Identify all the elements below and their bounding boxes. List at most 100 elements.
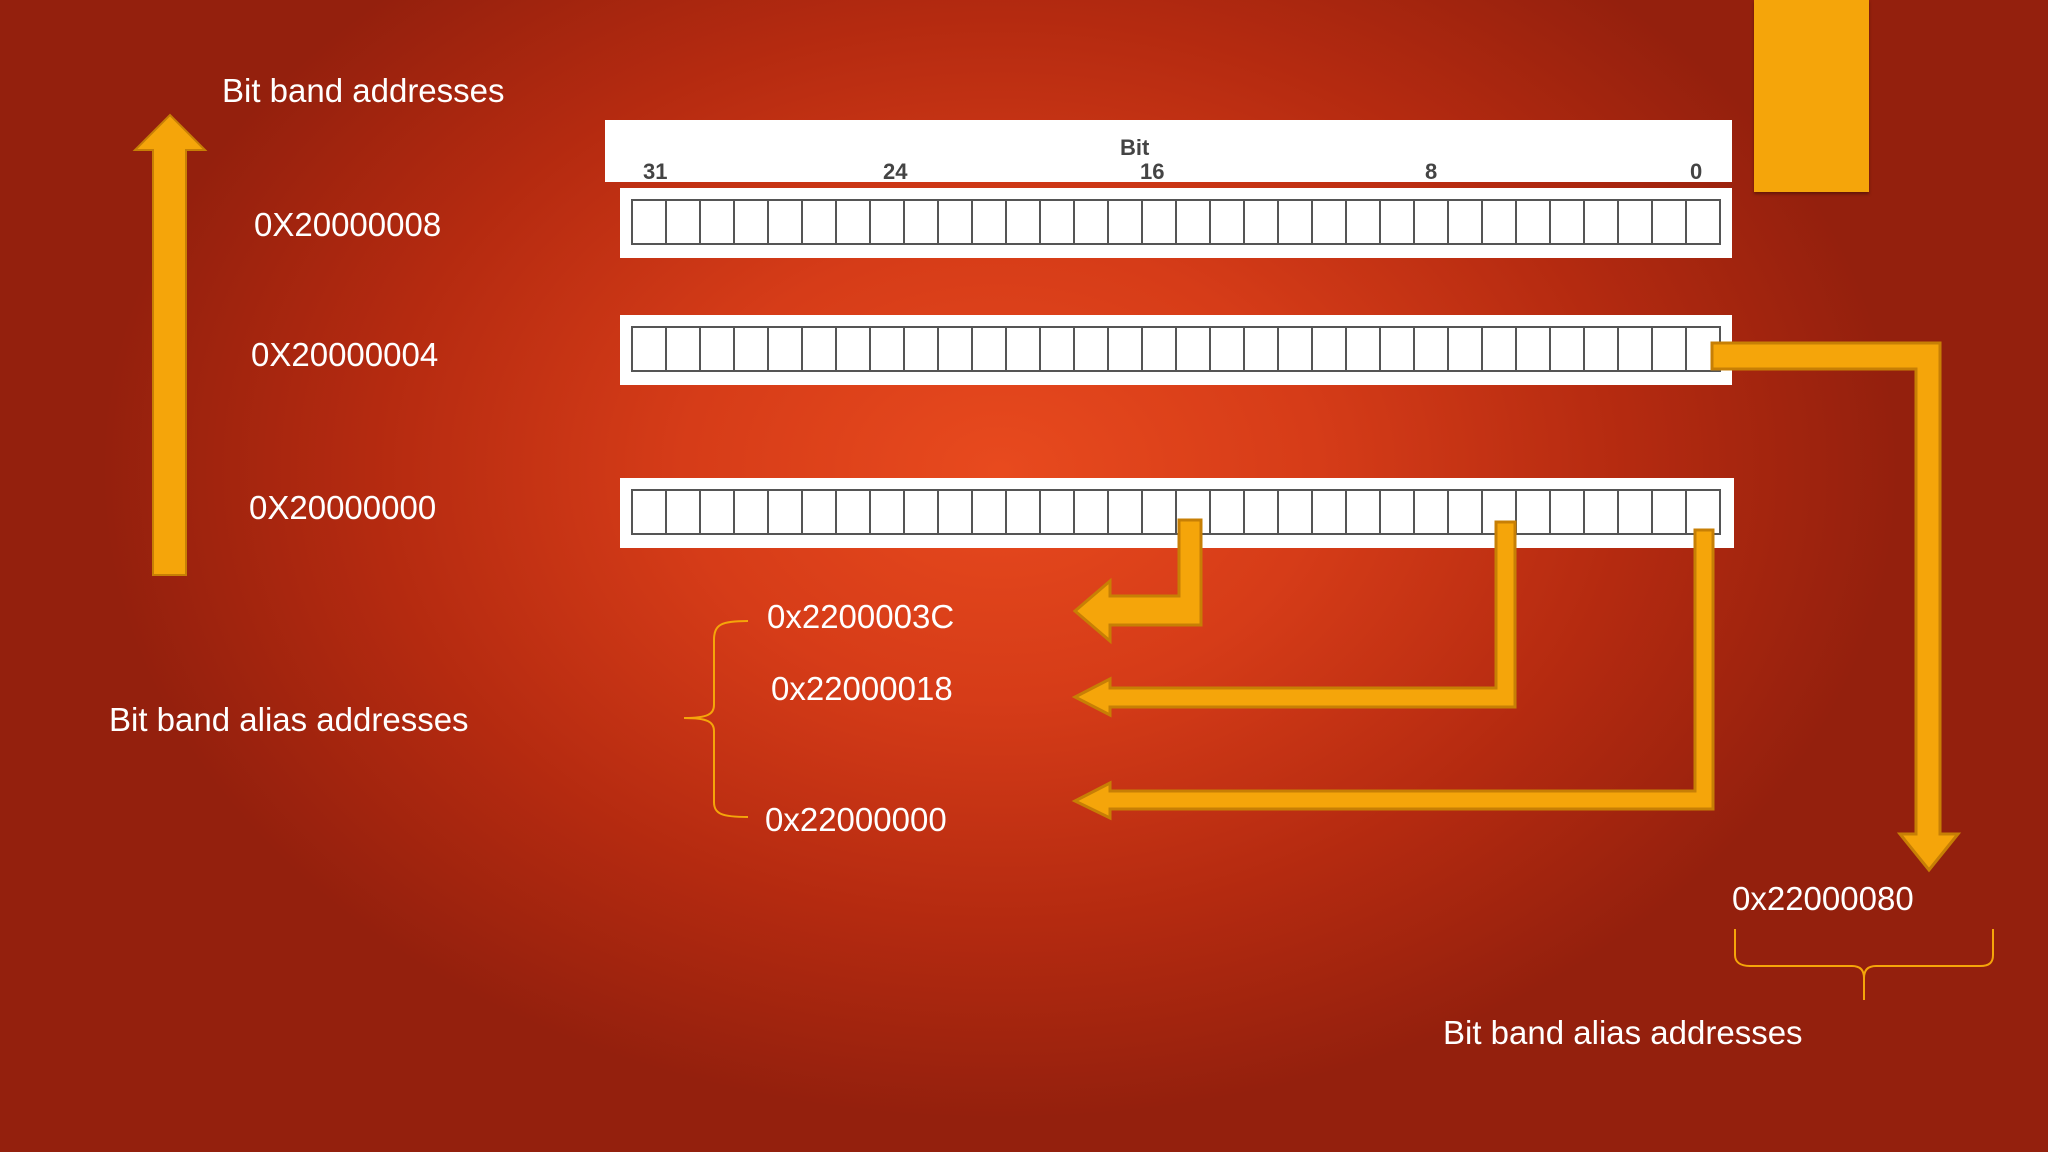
bit-cell [1245,201,1279,243]
bit-cell [1007,491,1041,533]
bit-cell [1483,328,1517,370]
bit-cell [1279,328,1313,370]
bit-cell [1075,328,1109,370]
bit-cell [701,491,735,533]
bit-cell [1177,328,1211,370]
bit-cell [1143,328,1177,370]
bit-cell [1585,201,1619,243]
arrow-bit6 [1071,520,1517,718]
bit-cell [1245,328,1279,370]
bit-cell [633,491,667,533]
bit-cell [769,328,803,370]
alias-bracket-left [683,620,749,818]
bit-cell [871,201,905,243]
bit-cell [1381,201,1415,243]
alias-group-label-right: Bit band alias addresses [1443,1014,1803,1051]
bit-cell [973,491,1007,533]
bit-cell [1007,201,1041,243]
bit-cell [1041,201,1075,243]
bit-cell [1653,328,1687,370]
bit-cell [1143,201,1177,243]
bit-band-addresses-title: Bit band addresses [222,72,505,109]
bit-cell [905,491,939,533]
bit-cell [769,491,803,533]
bit-cell [1109,491,1143,533]
bit-cell [973,328,1007,370]
arrow-word4-bit0 [1710,341,1962,873]
bit-cell [1347,328,1381,370]
bit-row [631,489,1721,535]
bit-cell [1211,491,1245,533]
bit-cell [1415,491,1449,533]
bit-cell [1585,328,1619,370]
arrow-bit16 [1072,518,1203,645]
bit-cell [769,201,803,243]
arrow-bit0 [1071,528,1715,821]
bit-cell [1449,491,1483,533]
bit-cell [1449,201,1483,243]
alias-address-3c: 0x2200003C [767,598,955,635]
bit-cell [1177,201,1211,243]
bit-cell [905,201,939,243]
bit-cell [803,491,837,533]
bit-row [631,199,1721,245]
bit-cell [1313,201,1347,243]
bit-cell [1347,201,1381,243]
bit-cell [1415,328,1449,370]
bit-cell [1279,491,1313,533]
bit-cell [701,328,735,370]
alias-address-00: 0x22000000 [765,801,947,838]
bit-cell [1313,491,1347,533]
bit-cell [871,328,905,370]
bit-cell [1347,491,1381,533]
bit-tick-31: 31 [643,159,668,184]
bit-cell [837,328,871,370]
bit-cell [1211,328,1245,370]
bit-cell [1653,201,1687,243]
alias-bracket-right [1734,929,1994,1000]
accent-block [1754,0,1869,192]
bit-cell [667,491,701,533]
bit-cell [939,328,973,370]
up-arrow [132,113,208,576]
bit-cell [1381,328,1415,370]
bit-cell [1041,328,1075,370]
bit-cell [1551,328,1585,370]
bit-tick-16: 16 [1140,159,1165,184]
bit-tick-24: 24 [883,159,908,184]
bit-cell [735,328,769,370]
bit-cell [1687,491,1719,533]
bit-cell [633,328,667,370]
bit-cell [1619,201,1653,243]
register-20000004 [620,315,1732,385]
bit-cell [973,201,1007,243]
bit-cell [735,491,769,533]
bit-cell [1517,328,1551,370]
bit-cell [1313,328,1347,370]
register-address-2: 0X20000008 [254,206,442,243]
bit-cell [1517,201,1551,243]
bit-cell [871,491,905,533]
bit-number-header: Bit 31 24 16 8 0 [605,120,1732,184]
bit-cell [1211,201,1245,243]
bit-cell [1007,328,1041,370]
bit-cell [1415,201,1449,243]
bit-cell [1483,201,1517,243]
bit-tick-0: 0 [1690,159,1703,184]
bit-cell [1619,328,1653,370]
register-address-0: 0X20000000 [249,489,437,526]
bit-cell [1585,491,1619,533]
bit-header-title: Bit [1120,135,1150,160]
bit-cell [1517,491,1551,533]
bit-cell [1449,328,1483,370]
register-20000000 [620,478,1734,548]
bit-cell [1653,491,1687,533]
bit-cell [667,201,701,243]
bit-cell [837,201,871,243]
bit-row [631,326,1721,372]
bit-cell [1075,201,1109,243]
bit-cell [1075,491,1109,533]
bit-cell [837,491,871,533]
alias-group-label: Bit band alias addresses [109,701,469,738]
register-20000008 [620,188,1732,258]
